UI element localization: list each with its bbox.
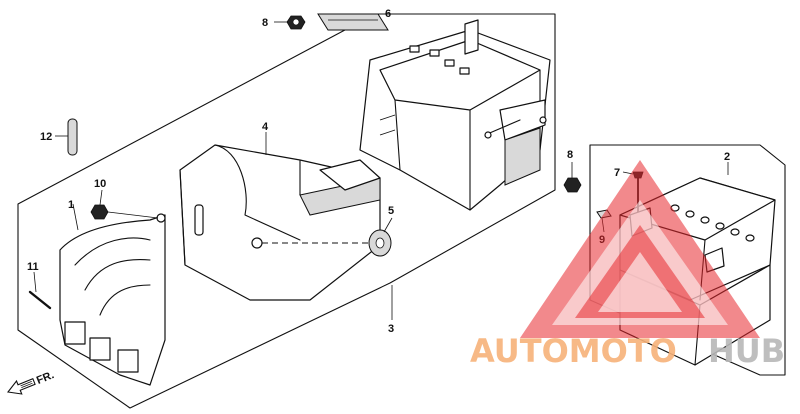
part-12-pin: [67, 118, 78, 156]
leader-lines: [33, 13, 729, 320]
callout-8-right: 8: [567, 149, 573, 161]
callout-11: 11: [27, 261, 39, 273]
part-4-cover: [179, 144, 381, 301]
callout-1: 1: [68, 199, 74, 211]
callout-7: 7: [614, 167, 620, 179]
watermark-text: AUTOMOTO HUB: [470, 332, 785, 370]
part-8-nut-top: [286, 15, 306, 30]
part-5-grommet: [368, 229, 392, 257]
battery-tray: [359, 19, 551, 211]
callout-2: 2: [724, 151, 730, 163]
watermark-logo: [520, 160, 760, 338]
callout-4: 4: [262, 121, 269, 133]
part-10-nut: [90, 204, 109, 220]
direction-label: FR.: [35, 369, 56, 387]
part-6-strip: [317, 13, 389, 31]
callout-8-top: 8: [262, 17, 268, 29]
callout-6: 6: [385, 8, 391, 20]
callout-3: 3: [388, 323, 394, 335]
callout-10: 10: [94, 178, 106, 190]
watermark-text-automoto: AUTOMOTO: [470, 332, 677, 370]
front-direction-arrow: FR.: [6, 369, 56, 395]
callout-12: 12: [40, 131, 52, 143]
part-11-bolt: [28, 290, 52, 310]
watermark-text-hub: HUB: [708, 332, 785, 370]
part-8-nut-right: [563, 177, 582, 193]
callout-5: 5: [388, 205, 394, 217]
part-1-bracket: [59, 211, 166, 386]
callouts: 8 6 4 5 3 1 10 11 12 8 7 9 2: [27, 8, 730, 335]
assembly-frame: [17, 13, 556, 409]
